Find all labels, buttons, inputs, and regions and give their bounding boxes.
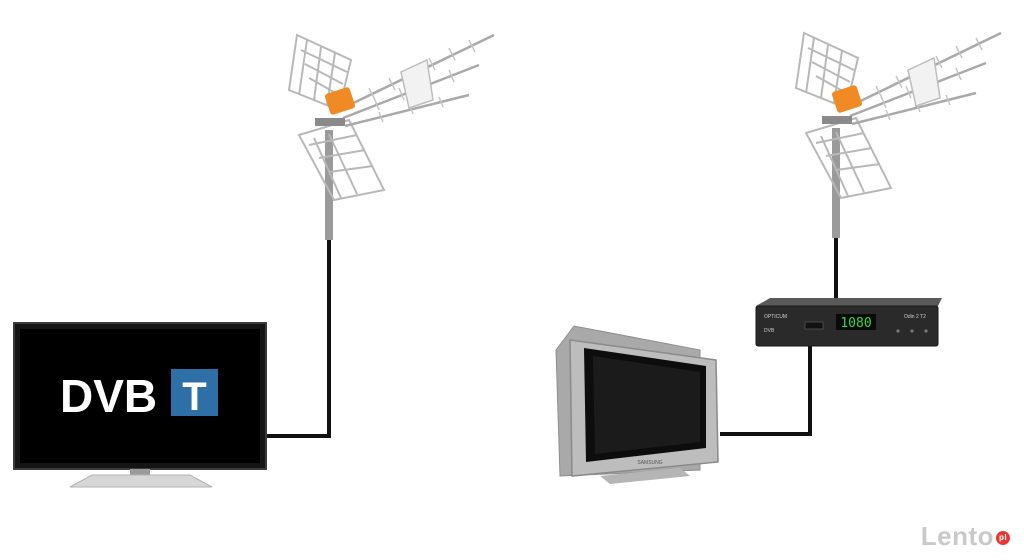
decoder-dvb-label: DVB xyxy=(764,328,775,334)
crt-brand-label: SAMSUNG xyxy=(637,460,662,466)
antenna-right xyxy=(794,31,1003,240)
antenna-left xyxy=(287,33,496,242)
dvb-t-letter: T xyxy=(182,375,206,419)
flat-tv: DVB T xyxy=(13,322,267,488)
watermark-text: Lento xyxy=(920,521,994,551)
set-top-box: OPTICUM DVB 1080 Odin 2 T2 xyxy=(755,298,942,347)
decoder-brand: OPTICUM xyxy=(764,314,787,320)
crt-tv: SAMSUNG xyxy=(555,325,719,484)
dvb-t-logo: DVB T xyxy=(60,369,218,422)
cable-left xyxy=(263,210,331,438)
watermark-badge: pl xyxy=(996,531,1010,546)
dvb-logo-text: DVB xyxy=(60,370,157,422)
decoder-model: Odin 2 T2 xyxy=(904,314,926,320)
decoder-display: 1080 xyxy=(840,316,871,331)
